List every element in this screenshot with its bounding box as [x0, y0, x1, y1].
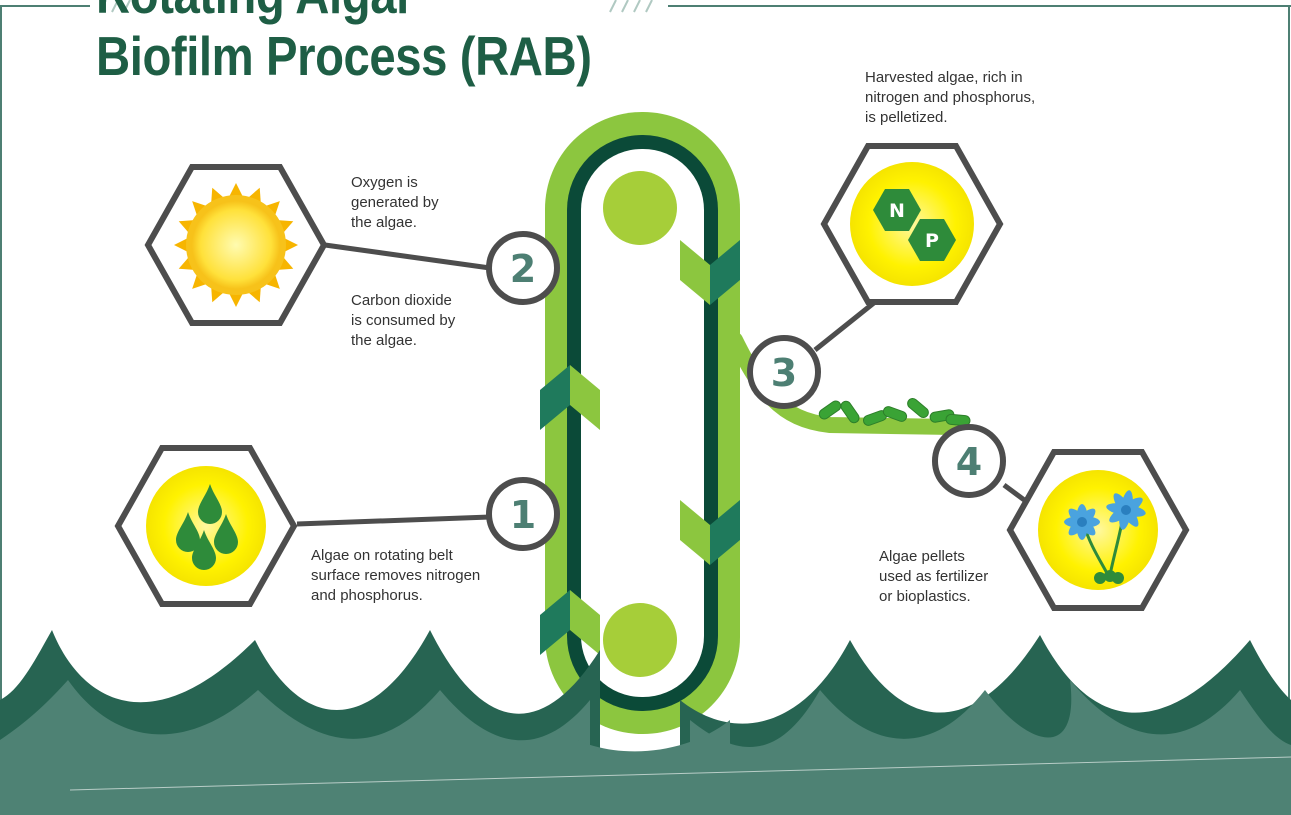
page-frame: [0, 5, 1291, 760]
caption-step-1: Algae on rotating belt surface removes n…: [311, 547, 481, 604]
svg-text:4: 4: [956, 440, 982, 484]
water-drops-icon: [176, 484, 238, 570]
svg-text:3: 3: [771, 351, 797, 395]
top-roller: [603, 171, 677, 245]
step-badge-1: 1: [486, 477, 560, 551]
caption-oxygen: Oxygen is generated by the algae.: [351, 174, 439, 231]
arrow-up-icon: [540, 590, 600, 655]
svg-text:1: 1: [510, 493, 536, 537]
caption-step-3: Harvested algae, rich in nitrogen and ph…: [865, 69, 1036, 126]
belt-direction-arrows: [540, 240, 740, 655]
caption-step-4: Algae pellets used as fertilizer or biop…: [879, 548, 989, 605]
step-badge-4: 4: [932, 424, 1006, 498]
arrow-down-icon: [680, 500, 740, 565]
frame-hatch: [99, 0, 653, 13]
step-badge-3: 3: [747, 335, 821, 409]
nutrients-icon: [873, 189, 956, 261]
arrow-down-icon: [680, 240, 740, 305]
nitrogen-label: N: [889, 200, 905, 222]
step-badge-2: 2: [486, 231, 560, 305]
rotating-belt: [545, 112, 740, 734]
phosphorus-label: P: [925, 230, 939, 252]
title-line-2: Biofilm Process (RAB): [96, 25, 592, 87]
algae-pellets: [818, 398, 971, 427]
bottom-roller: [603, 603, 677, 677]
svg-text:2: 2: [510, 247, 536, 291]
drops-hexagon: [114, 445, 298, 607]
title-line-1: Rotating Algal: [96, 0, 409, 26]
sun-hexagon: [144, 164, 328, 326]
sun-icon: [174, 183, 298, 307]
nutrients-hexagon: [820, 143, 1004, 305]
caption-carbon-dioxide: Carbon dioxide is consumed by the algae.: [351, 292, 456, 349]
arrow-up-icon: [540, 365, 600, 430]
flowers-hexagon: [1006, 449, 1190, 611]
flowers-icon: [1064, 490, 1146, 584]
water-waves: [0, 630, 1291, 815]
